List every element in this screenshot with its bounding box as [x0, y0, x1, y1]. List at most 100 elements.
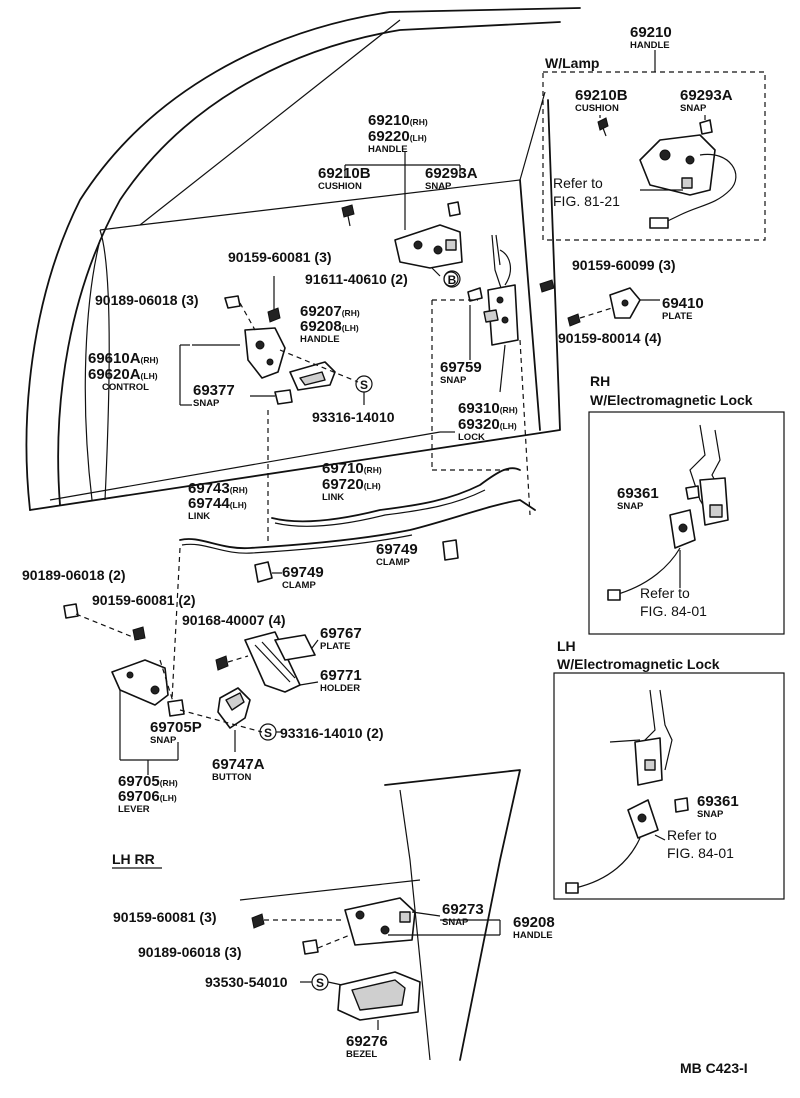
label-link-69710: 69710(RH) 69720(LH) LINK	[322, 460, 382, 503]
plate-69767	[274, 634, 316, 661]
label-button-69747a: 69747A BUTTON	[212, 756, 265, 783]
svg-text:69207(RH): 69207(RH)	[300, 303, 360, 320]
svg-text:HANDLE: HANDLE	[368, 144, 408, 155]
svg-text:S: S	[316, 976, 324, 990]
holder-69771	[244, 631, 301, 693]
rear-handle-assembly	[344, 897, 416, 946]
label-holder-69771: 69771 HOLDER	[320, 667, 362, 694]
svg-text:LINK: LINK	[322, 492, 344, 503]
clamp-69749-b	[442, 539, 459, 561]
svg-text:PLATE: PLATE	[662, 311, 692, 322]
svg-text:B: B	[448, 273, 457, 287]
svg-text:69220(LH): 69220(LH)	[368, 128, 427, 145]
label-screw-90189-b: 90189-06018 (2)	[22, 567, 126, 583]
svg-text:PLATE: PLATE	[320, 641, 350, 652]
svg-text:SNAP: SNAP	[425, 181, 452, 192]
svg-text:SNAP: SNAP	[680, 103, 707, 114]
label-plate-69410: 69410 PLATE	[662, 295, 704, 322]
svg-text:69610A(RH): 69610A(RH)	[88, 350, 159, 367]
svg-text:69743(RH): 69743(RH)	[188, 480, 248, 497]
outside-handle	[394, 224, 463, 269]
svg-text:CUSHION: CUSHION	[575, 103, 619, 114]
label-lock: 69310(RH) 69320(LH) LOCK	[458, 400, 518, 443]
rh-snap-icon	[685, 485, 700, 500]
label-cushion-main: 69210B CUSHION	[318, 165, 371, 192]
label-snap-69759: 69759 SNAP	[440, 359, 482, 386]
label-snap-69705p: 69705P SNAP	[150, 719, 202, 746]
svg-text:69208: 69208	[513, 914, 555, 931]
screw-90159-60081-a-icon	[267, 276, 281, 323]
catalog-code: MB C423-I	[680, 1060, 748, 1076]
s-marker-c: S	[311, 973, 329, 991]
svg-text:69706(LH): 69706(LH)	[118, 788, 177, 805]
w-lamp-title: W/Lamp	[545, 55, 599, 71]
link-69743	[179, 499, 536, 554]
svg-text:69293A: 69293A	[680, 87, 733, 104]
svg-text:FIG. 81-21: FIG. 81-21	[553, 193, 620, 209]
label-lever: 69705(RH) 69706(LH) LEVER	[118, 773, 178, 815]
label-plate-69767: 69767 PLATE	[320, 625, 362, 652]
svg-text:69210: 69210	[630, 24, 672, 41]
label-snap-69377: 69377 SNAP	[193, 382, 235, 409]
svg-text:69749: 69749	[376, 541, 418, 558]
svg-text:69705(RH): 69705(RH)	[118, 773, 178, 790]
svg-text:Refer to: Refer to	[667, 827, 717, 843]
label-screw-90159-60081-c: 90159-60081 (3)	[113, 909, 217, 925]
rh-em-assembly	[607, 424, 729, 601]
label-handle-main: 69210(RH) 69220(LH) HANDLE	[368, 112, 428, 155]
svg-text:69620A(LH): 69620A(LH)	[88, 366, 158, 383]
inside-handle	[289, 361, 336, 391]
inside-control	[244, 327, 286, 379]
svg-text:LH: LH	[557, 638, 576, 654]
svg-text:SNAP: SNAP	[617, 501, 644, 512]
svg-text:FIG. 84-01: FIG. 84-01	[640, 603, 707, 619]
svg-text:CLAMP: CLAMP	[376, 557, 410, 568]
label-rh-refer: Refer to FIG. 84-01	[640, 585, 707, 619]
label-screw-90159-80014: 90159-80014 (4)	[558, 330, 662, 346]
svg-text:HANDLE: HANDLE	[513, 930, 553, 941]
svg-text:69767: 69767	[320, 625, 362, 642]
svg-text:BUTTON: BUTTON	[212, 772, 252, 783]
svg-text:LINK: LINK	[188, 511, 210, 522]
button-69747a	[217, 687, 251, 729]
svg-text:LOCK: LOCK	[458, 432, 485, 443]
label-screw-93316-a: 93316-14010	[312, 409, 395, 425]
label-screw-90159-60081-b: 90159-60081 (2)	[92, 592, 196, 608]
svg-text:69310(RH): 69310(RH)	[458, 400, 518, 417]
label-69210-top: 69210 HANDLE	[630, 24, 672, 51]
w-lamp-box	[542, 71, 766, 241]
label-bezel-69276: 69276 BEZEL	[346, 1033, 388, 1060]
svg-text:W/Electromagnetic Lock: W/Electromagnetic Lock	[557, 656, 720, 672]
svg-text:69710(RH): 69710(RH)	[322, 460, 382, 477]
svg-text:SNAP: SNAP	[442, 917, 469, 928]
lh-em-box	[553, 672, 785, 900]
label-screw-90189-c: 90189-06018 (3)	[138, 944, 242, 960]
svg-text:SNAP: SNAP	[440, 375, 467, 386]
svg-text:69705P: 69705P	[150, 719, 202, 736]
svg-text:69276: 69276	[346, 1033, 388, 1050]
snap-69377-icon	[274, 389, 293, 405]
svg-text:69759: 69759	[440, 359, 482, 376]
svg-text:HANDLE: HANDLE	[630, 40, 670, 51]
svg-text:CONTROL: CONTROL	[102, 382, 149, 393]
label-screw-91611: 91611-40610 (2)	[305, 271, 408, 287]
lock-assembly	[483, 234, 519, 393]
svg-text:SNAP: SNAP	[193, 398, 220, 409]
cushion-icon	[341, 204, 355, 227]
screw-90168-icon	[215, 655, 229, 671]
svg-text:69210B: 69210B	[318, 165, 371, 182]
svg-text:69210B: 69210B	[575, 87, 628, 104]
snap-69705p-icon	[167, 699, 185, 717]
screw-90189-b-icon	[63, 603, 79, 619]
screw-90159-60081-b-icon	[132, 626, 146, 641]
rh-em-box	[588, 411, 785, 635]
label-snap-69273: 69273 SNAP	[442, 901, 484, 928]
screw-90159-80014-icon	[567, 313, 581, 327]
bezel-69276	[337, 971, 421, 1021]
plate-69410-icon	[609, 287, 641, 319]
svg-text:HANDLE: HANDLE	[300, 334, 340, 345]
label-lh-snap: 69361 SNAP	[697, 793, 739, 820]
screw-90189-c-icon	[302, 939, 319, 955]
svg-text:RH: RH	[590, 373, 610, 389]
